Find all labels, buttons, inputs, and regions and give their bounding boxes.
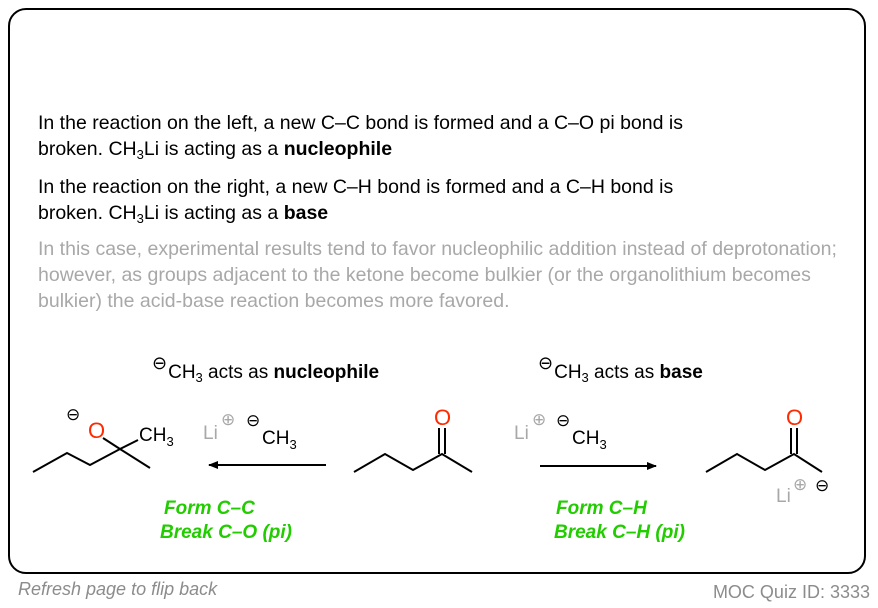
- left-form-label: Form C–C: [164, 498, 255, 519]
- methyl-sub: 3: [166, 434, 173, 449]
- lithium-label: Li: [776, 486, 791, 507]
- methyl-anion-sub: 3: [289, 437, 296, 452]
- right-break-label: Break C–H (pi): [554, 522, 685, 543]
- left-caption-keyword: nucleophile: [273, 362, 380, 383]
- quiz-card[interactable]: [8, 8, 866, 574]
- plus-charge-icon: ⊕: [532, 410, 546, 429]
- enolate-product: [705, 428, 823, 473]
- left-explanation-line2-mid: Li is acting as a: [143, 138, 284, 160]
- bond-to-oxygen: [102, 437, 121, 450]
- quiz-id: MOC Quiz ID: 3333: [712, 582, 870, 602]
- minus-charge-icon: ⊖: [152, 353, 168, 373]
- left-caption-ch: CH: [168, 362, 196, 383]
- right-caption-ch: CH: [554, 362, 582, 383]
- right-caption-sub: 3: [581, 370, 589, 385]
- right-explanation-line2-mid: Li is acting as a: [143, 202, 284, 224]
- minus-charge-icon: ⊖: [246, 411, 260, 430]
- bond-to-methyl: [119, 439, 139, 450]
- methyl-anion-ch: CH: [262, 428, 289, 449]
- ketone-reactant: [353, 428, 473, 473]
- methyl-anion-label: CH3: [572, 428, 607, 452]
- right-caption: ⊖CH3 acts as base: [538, 353, 703, 385]
- left-caption: ⊖CH3 acts as nucleophile: [152, 353, 380, 385]
- right-caption-text: acts as: [588, 362, 660, 383]
- minus-charge-icon: ⊖: [815, 476, 829, 495]
- left-break-label: Break C–O (pi): [160, 522, 292, 543]
- refresh-hint[interactable]: Refresh page to flip back: [18, 579, 218, 599]
- ketone-carbon-chain: [353, 452, 473, 473]
- right-explanation-keyword: base: [283, 202, 329, 224]
- left-caption-sub: 3: [195, 370, 203, 385]
- plus-charge-icon: ⊕: [793, 475, 807, 494]
- right-explanation-subscript: 3: [136, 211, 144, 226]
- lithium-label: Li: [203, 423, 218, 444]
- right-form-label: Form C–H: [556, 498, 648, 519]
- methyl-label: CH3: [139, 425, 174, 449]
- left-explanation-subscript: 3: [136, 147, 144, 162]
- methyl-anion-sub: 3: [599, 437, 606, 452]
- left-explanation-keyword: nucleophile: [283, 138, 393, 160]
- right-explanation-line1: In the reaction on the right, a new C–H …: [38, 176, 674, 198]
- left-explanation-line1: In the reaction on the left, a new C–C b…: [38, 112, 683, 134]
- plus-charge-icon: ⊕: [221, 410, 235, 429]
- left-explanation-line2-prefix: broken. CH: [38, 138, 137, 160]
- left-caption-text: acts as: [202, 362, 274, 383]
- methyl-anion-label: CH3: [262, 428, 297, 452]
- minus-charge-icon: ⊖: [538, 353, 554, 373]
- alkoxide-product: [32, 437, 151, 473]
- minus-charge-icon: ⊖: [556, 411, 570, 430]
- methyl-anion-ch: CH: [572, 428, 599, 449]
- oxygen-atom-label: O: [88, 418, 105, 443]
- oxygen-atom-label: O: [434, 405, 451, 430]
- lithium-label: Li: [514, 423, 529, 444]
- right-reaction-explanation: In the reaction on the right, a new C–H …: [38, 174, 838, 226]
- right-explanation-line2-prefix: broken. CH: [38, 202, 137, 224]
- product-carbon-chain: [32, 447, 151, 473]
- experimental-note: In this case, experimental results tend …: [38, 238, 837, 312]
- enolate-carbon-chain: [705, 452, 823, 473]
- oxygen-atom-label: O: [786, 405, 803, 430]
- right-caption-keyword: base: [659, 362, 703, 383]
- left-reaction-explanation: In the reaction on the left, a new C–C b…: [38, 110, 838, 162]
- methyl-ch: CH: [139, 425, 166, 446]
- minus-charge-icon: ⊖: [66, 405, 80, 424]
